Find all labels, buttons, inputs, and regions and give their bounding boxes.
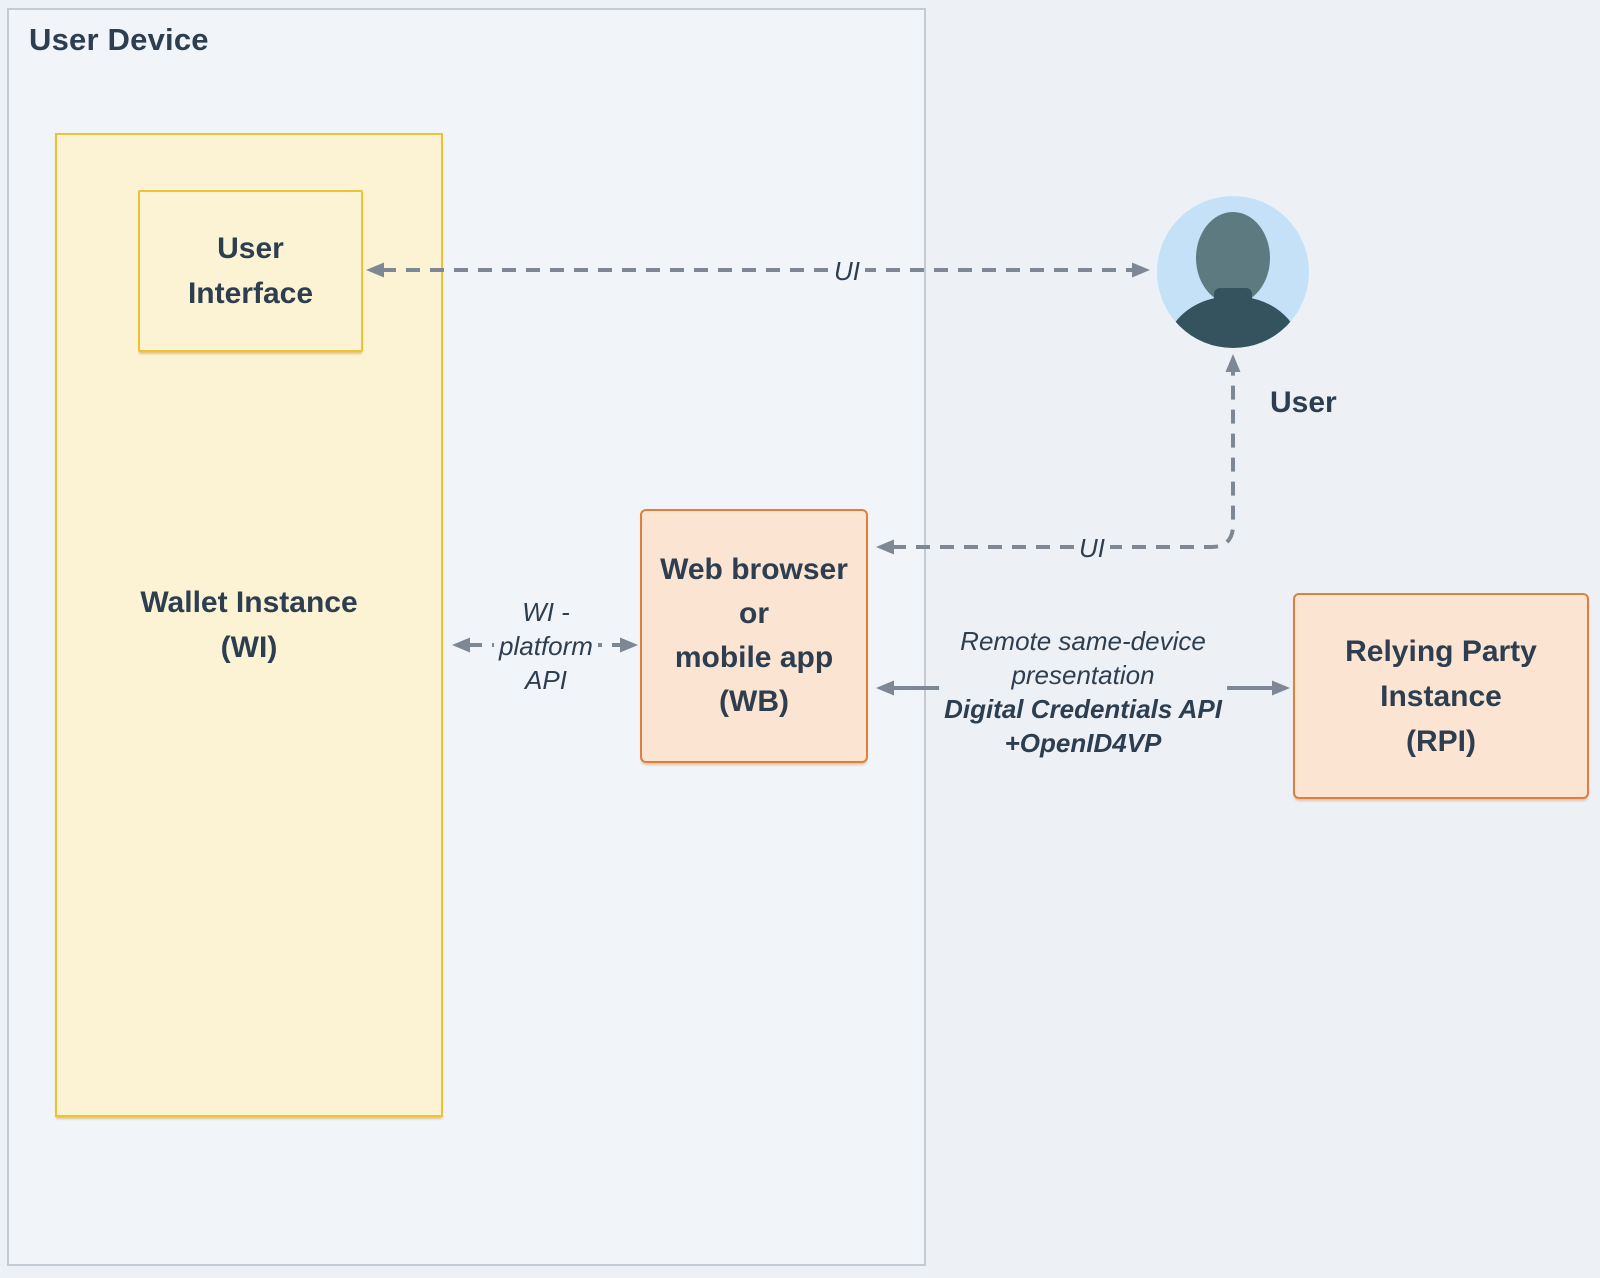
- edge-label-ui-top: UI: [829, 254, 865, 288]
- user-interface-label-line2: Interface: [187, 277, 314, 310]
- arrow-ui-browser: [876, 354, 1241, 555]
- user-interface-box: User Interface: [138, 190, 363, 352]
- user-label: User: [1270, 386, 1337, 419]
- user-avatar-icon: [1157, 196, 1309, 348]
- wallet-instance-label-line2: (WI): [220, 631, 278, 664]
- relying-party-label-line1: Relying Party: [1345, 634, 1537, 668]
- user-device-title: User Device: [29, 22, 209, 57]
- wallet-instance-label-line1: Wallet Instance: [140, 586, 358, 619]
- edge-label-presentation: Remote same-device presentation Digital …: [939, 624, 1227, 760]
- edge-label-ui-browser: UI: [1074, 531, 1110, 565]
- web-browser-label-line4: (WB): [719, 685, 789, 718]
- web-browser-label-line3: mobile app: [674, 641, 834, 674]
- relying-party-label-line2: Instance: [1380, 679, 1502, 713]
- edge-label-wi-platform-api: WI - platform API: [494, 595, 598, 697]
- relying-party-box: Relying Party Instance (RPI): [1293, 593, 1589, 799]
- web-browser-box: Web browser or mobile app (WB): [640, 509, 868, 763]
- web-browser-label-line1: Web browser: [660, 553, 848, 586]
- user-interface-label-line1: User: [217, 232, 284, 265]
- web-browser-label-line2: or: [739, 597, 769, 630]
- relying-party-label-line3: (RPI): [1406, 724, 1476, 758]
